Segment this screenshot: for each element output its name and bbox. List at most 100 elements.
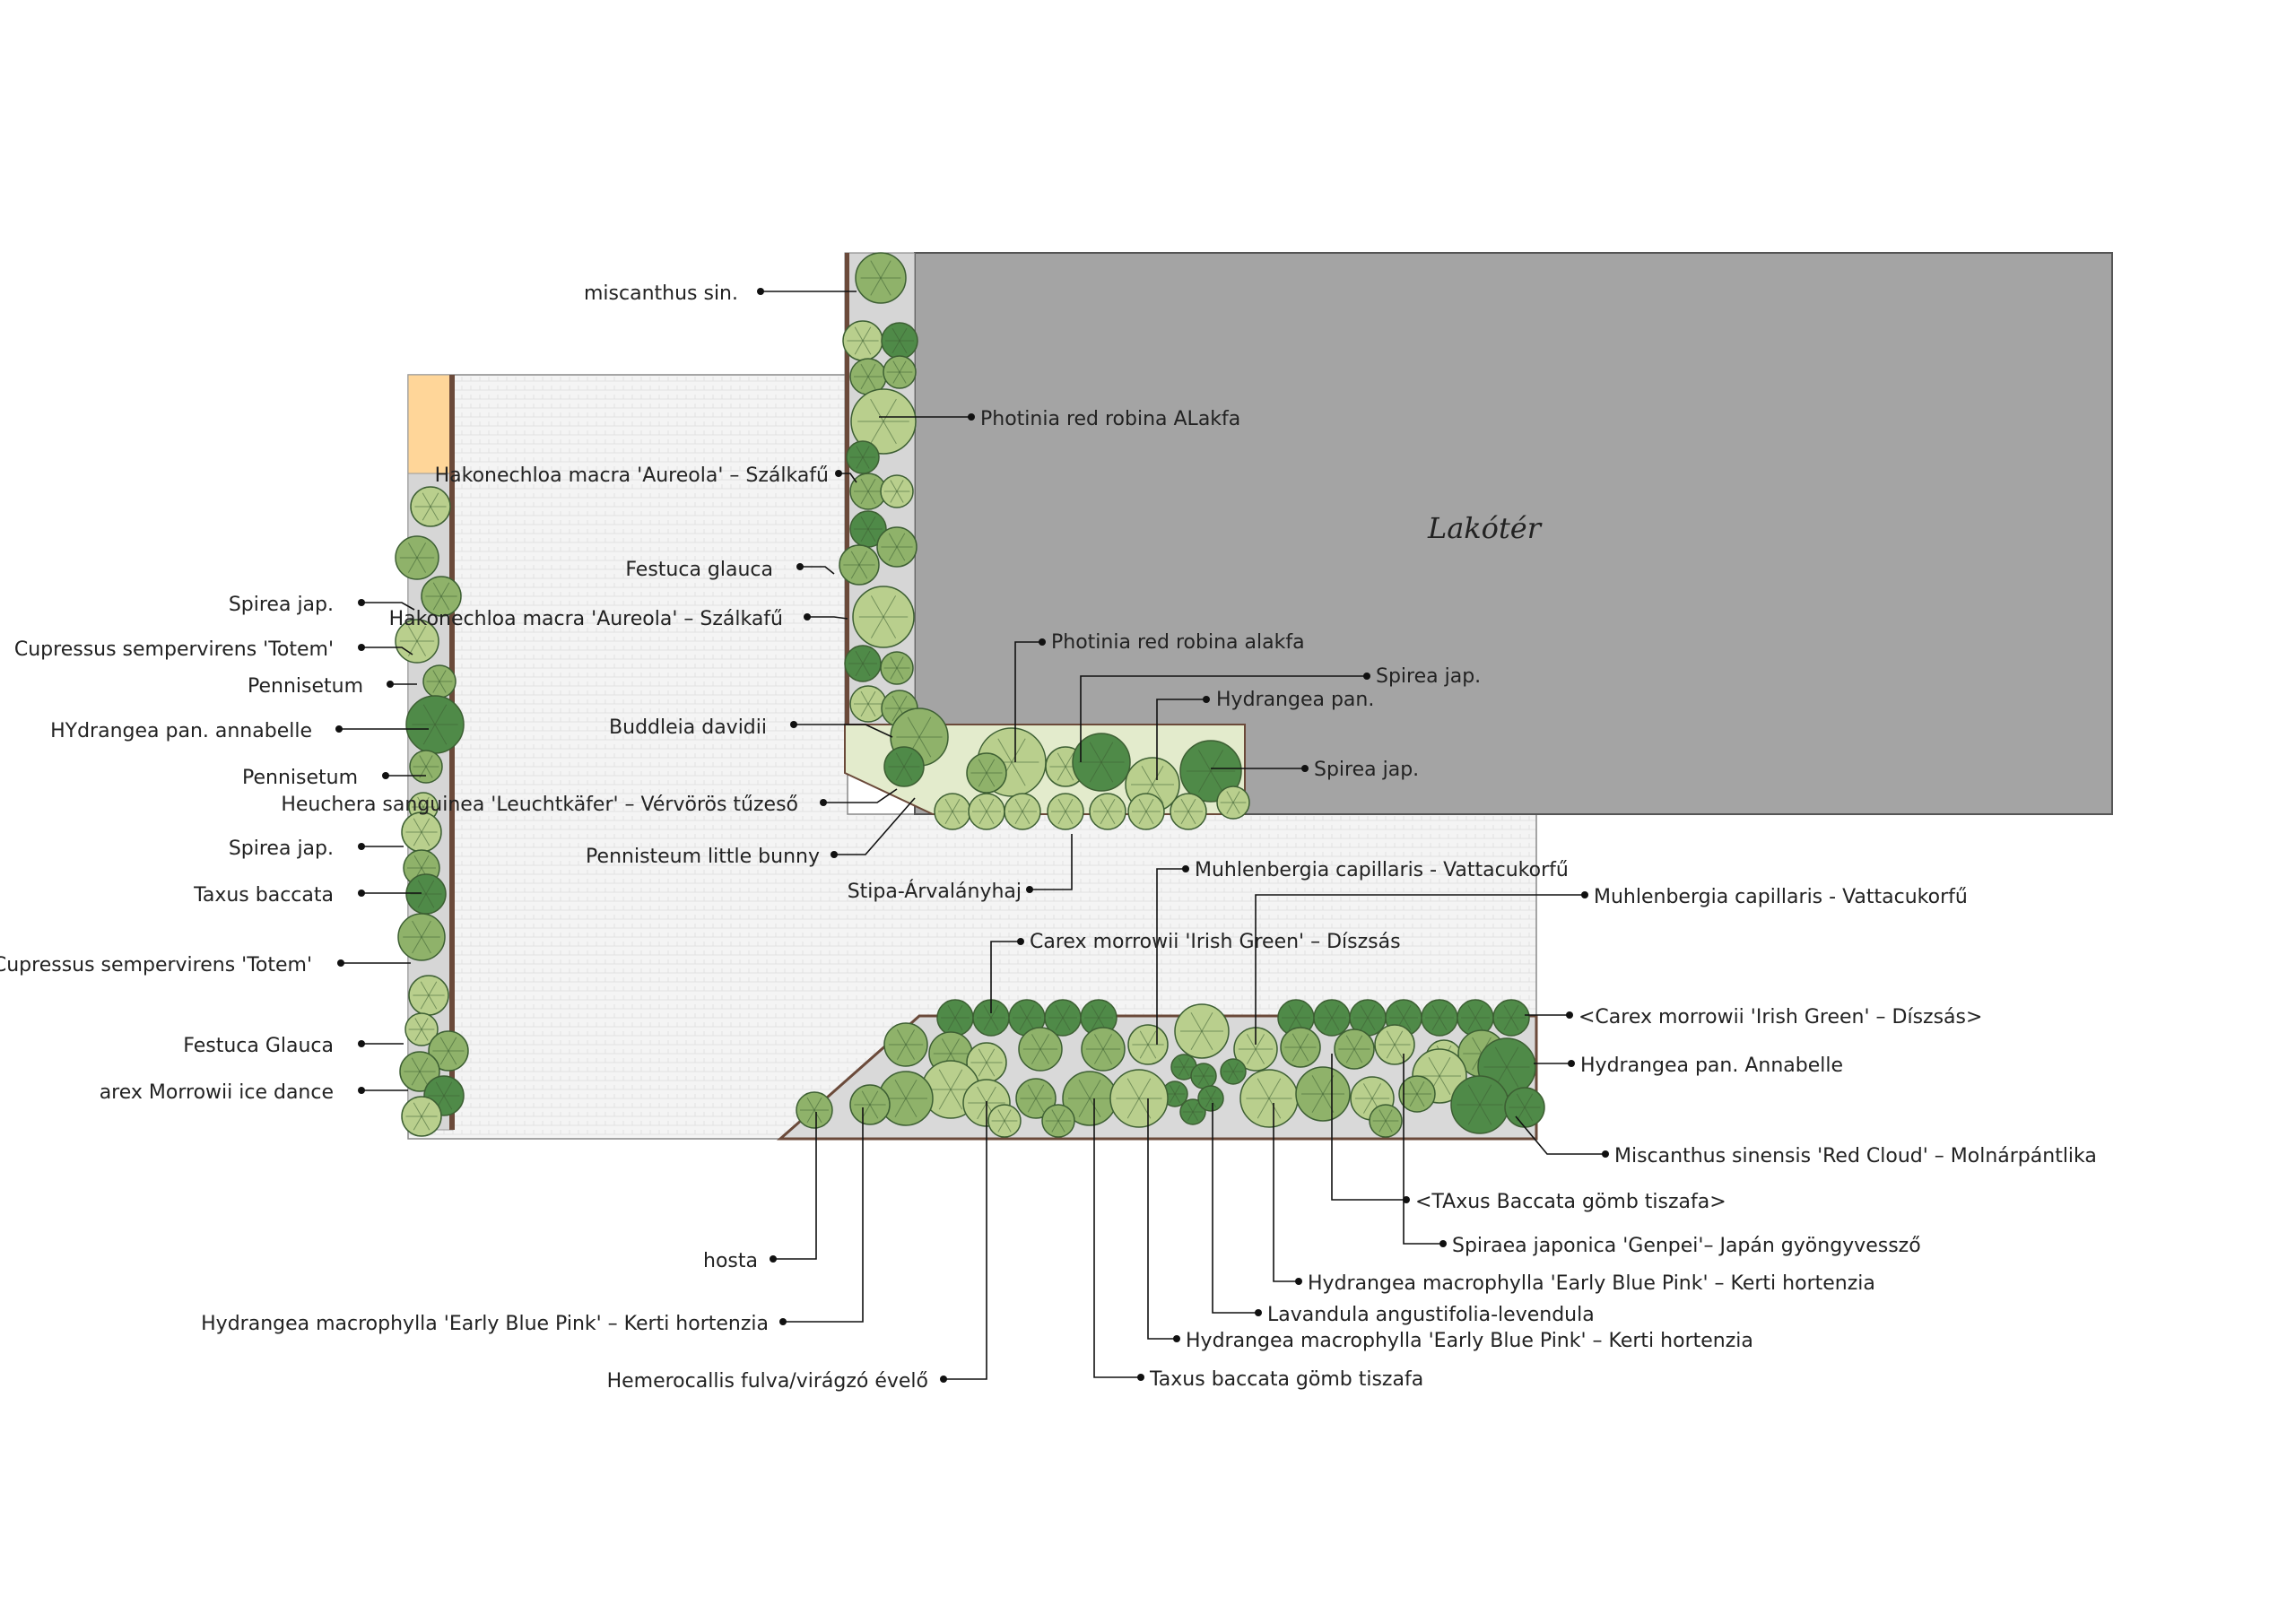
plant-label: Hydrangea pan. Annabelle	[1580, 1055, 1843, 1077]
leader-dot	[337, 959, 344, 967]
plant-symbol	[1450, 1075, 1509, 1134]
leader-dot	[1301, 765, 1309, 772]
leader-dot	[1255, 1309, 1262, 1316]
vertical-edging	[845, 253, 849, 773]
room-label: Lakótér	[1427, 511, 1543, 545]
plant-symbol	[1421, 999, 1458, 1037]
plant-symbol	[849, 685, 887, 723]
leader-lines	[335, 288, 1609, 1383]
leader-dot	[382, 772, 389, 779]
plant-label: HYdrangea pan. annabelle	[50, 720, 312, 742]
plant-symbol	[401, 1096, 442, 1137]
leader-line	[1403, 1054, 1443, 1245]
leader-dot	[1026, 886, 1033, 893]
leader-line	[783, 1107, 864, 1323]
plant-symbol	[1047, 793, 1084, 830]
leader-line	[794, 724, 893, 738]
plant-label: Spirea jap.	[1314, 759, 1419, 781]
plant-symbol	[1109, 1069, 1169, 1128]
plant-symbol	[966, 752, 1007, 794]
plant-symbol	[1041, 1104, 1075, 1138]
plant-symbol	[1492, 999, 1530, 1037]
plant-symbol	[855, 252, 907, 304]
plant-symbol	[1127, 1024, 1169, 1065]
plant-label: Hydrangea macrophylla 'Early Blue Pink' …	[1308, 1272, 1875, 1295]
leader-dot	[835, 470, 842, 477]
plant-label: Festuca glauca	[625, 559, 773, 581]
leader-dot	[1566, 1011, 1573, 1019]
leader-dot	[804, 613, 811, 621]
plant-symbol	[1015, 1078, 1057, 1119]
leader-dot	[358, 843, 365, 850]
plant-symbol	[881, 322, 918, 360]
leader-dot	[1182, 865, 1189, 872]
plant-symbol	[1170, 793, 1207, 830]
leader-dot	[820, 799, 827, 806]
plant-symbol	[1127, 793, 1165, 830]
plant-symbol	[1295, 1066, 1351, 1122]
plant-label: Hydrangea macrophylla 'Early Blue Pink' …	[201, 1313, 769, 1335]
leader-dot	[796, 563, 804, 570]
leader-dot	[1581, 891, 1588, 898]
plant-label: <TAxus Baccata gömb tiszafa>	[1415, 1191, 1726, 1213]
leader-line	[361, 647, 413, 655]
plant-symbol	[421, 576, 462, 617]
plant-label: Lavandula angustifolia-levendula	[1267, 1304, 1595, 1326]
plant-label: Hakonechloa macra 'Aureola' – Szálkafű	[435, 464, 829, 487]
plant-label: Photinia red robina ALakfa	[980, 408, 1240, 430]
plant-symbol	[1089, 793, 1126, 830]
plant-label: Festuca Glauca	[183, 1035, 334, 1057]
plant-symbol	[850, 388, 917, 455]
leader-dot	[335, 725, 343, 733]
plant-symbol	[880, 474, 914, 508]
plant-symbol	[876, 526, 918, 568]
leader-dot	[358, 644, 365, 651]
leader-dot	[358, 1087, 365, 1094]
plant-symbol	[1080, 999, 1118, 1037]
plant-label: Heuchera sanguinea 'Leuchtkäfer' – Vérvö…	[281, 794, 798, 816]
leader-line	[834, 797, 916, 855]
plant-symbol	[405, 873, 447, 915]
leader-line	[1030, 834, 1073, 890]
plant-label: Spiraea japonica 'Genpei'– Japán gyöngyv…	[1452, 1235, 1921, 1257]
plant-symbol	[852, 586, 915, 648]
plant-symbol	[1369, 1104, 1403, 1138]
plant-symbol	[987, 1104, 1022, 1138]
plant-label: Cupressus sempervirens 'Totem'	[0, 954, 312, 976]
leader-dot	[790, 721, 797, 728]
leader-dot	[358, 599, 365, 606]
plant-symbol	[404, 1012, 439, 1046]
leader-dot	[831, 851, 838, 858]
leader-dot	[387, 681, 394, 688]
leader-line	[1212, 1103, 1258, 1314]
plant-symbol	[410, 486, 451, 527]
plant-symbol	[1072, 733, 1131, 792]
plant-symbol	[972, 999, 1010, 1037]
plant-symbol	[844, 645, 882, 682]
plant-symbol	[936, 999, 974, 1037]
plant-symbol	[1197, 1085, 1224, 1112]
leader-line	[800, 566, 835, 575]
plant-symbol	[408, 975, 449, 1016]
leader-dot	[1403, 1196, 1410, 1203]
leader-line	[944, 1101, 987, 1380]
plant-symbol	[428, 1030, 469, 1072]
leader-dot	[358, 890, 365, 897]
plant-label: <Carex morrowii 'Irish Green' – Díszsás>	[1578, 1006, 1982, 1028]
plant-label: Hakonechloa macra 'Aureola' – Szálkafű	[389, 608, 783, 630]
leader-dot	[1295, 1278, 1302, 1285]
leader-line	[839, 473, 857, 483]
plant-symbol	[846, 440, 880, 474]
plant-symbol	[842, 320, 883, 361]
plant-label: miscanthus sin.	[584, 282, 738, 305]
leader-line	[773, 1112, 817, 1260]
plant-label: Pennisteum little bunny	[586, 846, 820, 868]
plant-symbol	[1174, 1003, 1230, 1059]
plant-symbol	[395, 535, 439, 580]
plant-label: Cupressus sempervirens 'Totem'	[14, 638, 334, 661]
plant-label: Pennisetum	[242, 767, 358, 789]
plant-label: Muhlenbergia capillaris - Vattacukorfű	[1594, 886, 1968, 908]
plant-label: Spirea jap.	[229, 838, 334, 860]
plant-symbol	[1081, 1027, 1126, 1072]
plant-symbol	[405, 695, 465, 754]
